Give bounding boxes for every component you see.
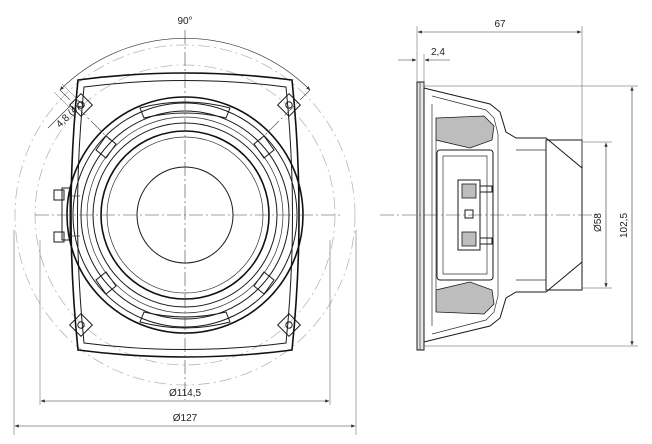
mounting-hole-bottom-right [276,312,302,338]
front-view: 90° 4,8 (4x) Ø114,5 Ø127 [13,16,357,435]
basket-arm-lower [435,281,495,315]
outer-diameter-label: Ø127 [173,413,198,424]
depth-label: 67 [494,19,506,30]
side-view: 67 2,4 Ø58 102,5 [380,19,638,351]
terminal-block [53,187,80,243]
height-label: 102,5 [619,213,630,238]
mounting-hole-bottom-left [68,312,94,338]
flange-label: 2,4 [431,47,445,58]
angle-label: 90° [177,16,192,27]
basket-frame [70,72,300,358]
mounting-hole-top-left [68,92,94,118]
inner-diameter-label: Ø114,5 [169,388,201,399]
mounting-flange [416,81,425,351]
mounting-hole-top-right [276,92,302,118]
basket-frame-inner [77,80,293,350]
basket-arm-upper [435,115,495,149]
basket-spokes [95,101,275,329]
magnet-diameter-label: Ø58 [593,213,604,232]
angle-dimension-arc [59,38,311,91]
